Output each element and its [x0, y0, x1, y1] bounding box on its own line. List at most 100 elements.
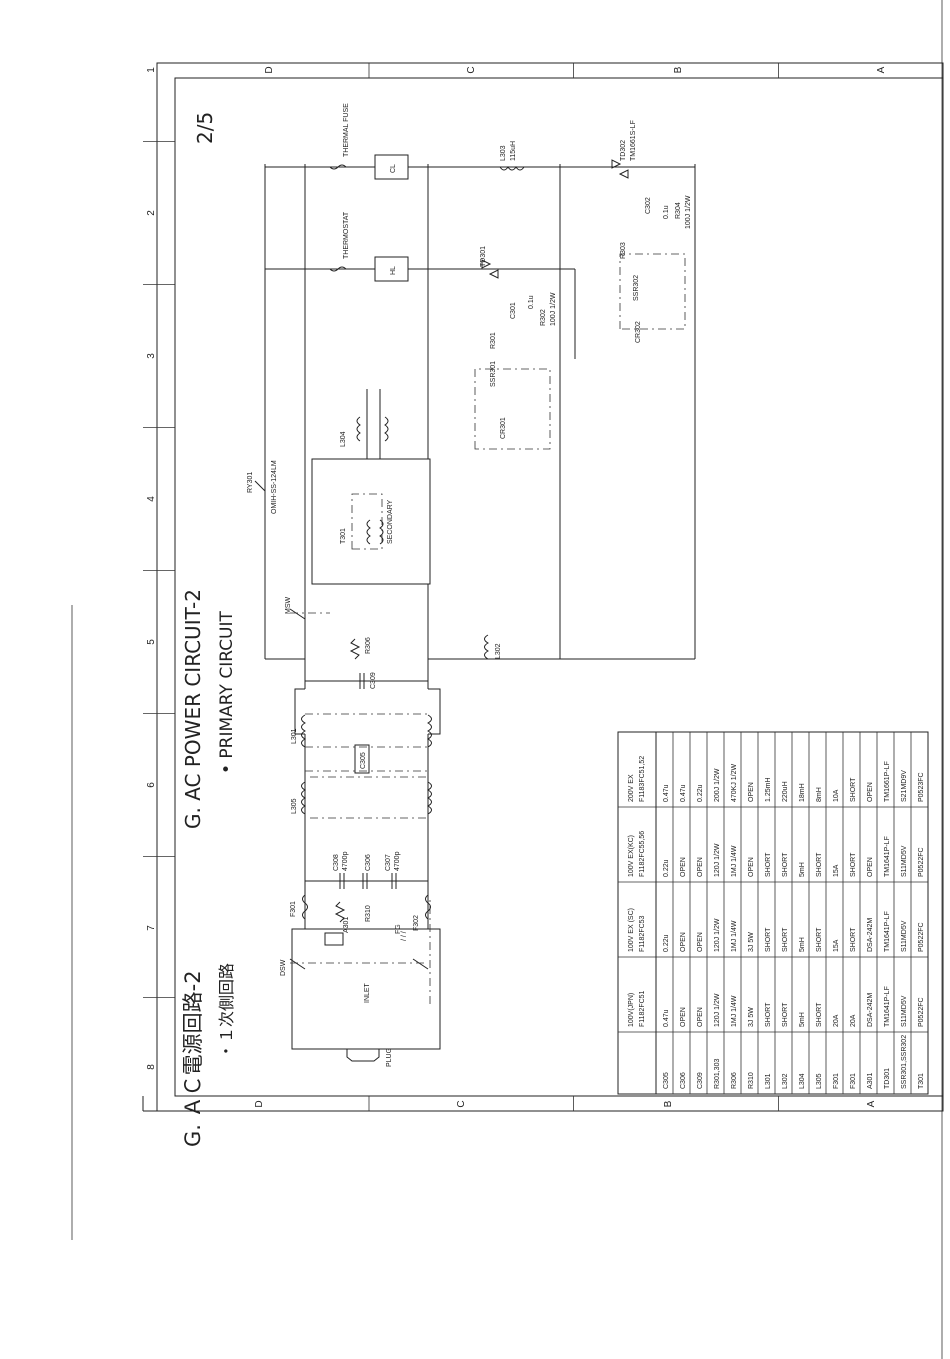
- table-cell: A301: [867, 1073, 874, 1089]
- c308-label: C308: [333, 854, 340, 871]
- table-cell: 15A: [833, 864, 840, 877]
- table-cell: L304: [799, 1073, 806, 1089]
- table-cell: 3J 5W: [748, 1007, 755, 1027]
- table-cell: OPEN: [748, 857, 755, 877]
- table-cell: TM1641P-LF: [884, 836, 891, 877]
- table-cell: 470KJ 1/2W: [731, 763, 738, 802]
- table-cell: 18mH: [799, 783, 806, 802]
- ry301-label: RY301: [247, 472, 254, 493]
- cr301-label: CR301: [500, 417, 507, 439]
- r302-label: R302: [540, 309, 547, 326]
- r301-label: R301: [490, 332, 497, 349]
- capacitor-c305: [354, 744, 370, 774]
- r303-label: R303: [620, 242, 627, 259]
- subtitle-en: • PRIMARY CIRCUIT: [217, 611, 237, 774]
- table-cell: TM1661P-LF: [884, 761, 891, 802]
- inlet-label: INLET: [364, 982, 371, 1003]
- table-cell: 120J 1/2W: [714, 843, 721, 877]
- table-cell: DSA-242M: [867, 993, 874, 1027]
- subtitle-jp: ・１次側回路: [217, 963, 236, 1059]
- svg-text:/ / /: / / /: [401, 931, 408, 941]
- l303-value: 115uH: [510, 141, 517, 161]
- table-cell: 200J 1/2W: [714, 768, 721, 802]
- table-header-cell: F1182FC51: [639, 990, 646, 1027]
- r304-value: 100J 1/2W: [685, 195, 692, 229]
- c301-label: C301: [510, 302, 517, 319]
- c307-label: C307: [385, 854, 392, 871]
- plug-label: PLUG: [386, 1048, 393, 1067]
- table-cell: TM1641P-LF: [884, 986, 891, 1027]
- a301-label: A301: [343, 917, 350, 933]
- thermostat-label: THERMOSTAT: [343, 211, 350, 259]
- frame-column-marker: 5: [146, 639, 157, 645]
- table-cell: 10A: [833, 789, 840, 802]
- td301-label: TD301: [480, 246, 487, 267]
- table-cell: 5mH: [799, 1012, 806, 1027]
- table-cell: 0.47u: [663, 1009, 670, 1027]
- table-cell: OPEN: [680, 857, 687, 877]
- table-cell: L301: [765, 1073, 772, 1089]
- l301-label: L301: [291, 728, 298, 744]
- r304-label: R304: [675, 202, 682, 219]
- table-cell: SHORT: [816, 1002, 823, 1027]
- r302-value: 100J 1/2W: [550, 292, 557, 326]
- table-header-cell: 100V EX (SC): [628, 908, 635, 952]
- table-cell: P0523FC: [918, 772, 925, 802]
- inductor-l304: [356, 416, 361, 442]
- r306-label: R306: [365, 637, 372, 654]
- td302-label: TD302: [620, 140, 627, 161]
- table-cell: SHORT: [782, 927, 789, 952]
- table-cell: SHORT: [816, 927, 823, 952]
- table-cell: F301: [850, 1073, 857, 1089]
- table-cell: TM1641P-LF: [884, 911, 891, 952]
- fg-label: FG: [395, 924, 402, 934]
- table-cell: 0.47u: [663, 784, 670, 802]
- dsw-switch: DSW: [280, 958, 429, 976]
- ssr302-block: [619, 253, 686, 330]
- choke-l301: [301, 714, 307, 748]
- inductor-l302: [484, 634, 490, 660]
- frame-column-marker: 6: [146, 782, 157, 788]
- table-cell: 1.25mH: [765, 777, 772, 802]
- table-cell: 5mH: [799, 862, 806, 877]
- frame-column-marker: 2: [146, 210, 157, 216]
- frame-row-marker: B: [663, 1100, 674, 1107]
- ssr301-label: SSR301: [490, 361, 497, 387]
- table-cell: SHORT: [782, 852, 789, 877]
- table-cell: TD301: [884, 1068, 891, 1089]
- table-header-cell: F1182FC53: [639, 915, 646, 952]
- table-cell: 0.22u: [663, 934, 670, 952]
- table-cell: R310: [748, 1072, 755, 1089]
- inductor-l303: [499, 166, 525, 171]
- msw-switch: MSW: [285, 597, 330, 620]
- table-header-cell: 100V EX(KC): [628, 835, 635, 877]
- arrester-a301: [324, 932, 344, 946]
- c308-value: 4700p: [342, 851, 349, 871]
- l303-label: L303: [500, 145, 507, 161]
- inlet-block: [291, 928, 441, 1050]
- l304-label: L304: [340, 431, 347, 447]
- hl-label: HL: [390, 266, 397, 275]
- table-cell: S11MD5V: [901, 845, 908, 877]
- table-cell: SHORT: [850, 927, 857, 952]
- table-cell: SHORT: [765, 1002, 772, 1027]
- table-cell: SSR301,SSR302: [901, 1035, 908, 1089]
- frame-column-marker: 4: [146, 496, 157, 502]
- choke-l305: [301, 781, 307, 815]
- ssr301-block: [474, 368, 551, 450]
- t301-label: T301: [340, 528, 347, 544]
- table-cell: OPEN: [867, 782, 874, 802]
- td302-value: TM1661S-LF: [630, 120, 637, 161]
- fuse-f301: [302, 894, 308, 920]
- table-cell: OPEN: [680, 1007, 687, 1027]
- l302-label: L302: [495, 643, 502, 659]
- rotated-content: G. ＡＣ電源回路-2 G. AC POWER CIRCUIT-2 ・１次側回路…: [181, 103, 929, 1147]
- table-cell: P0522FC: [918, 847, 925, 877]
- frame-column-marker: 7: [146, 925, 157, 931]
- frame-column-marker: 8: [146, 1064, 157, 1070]
- table-cell: 1MJ 1/4W: [731, 920, 738, 952]
- table-cell: OPEN: [748, 782, 755, 802]
- ssr302-label: SSR302: [633, 275, 640, 301]
